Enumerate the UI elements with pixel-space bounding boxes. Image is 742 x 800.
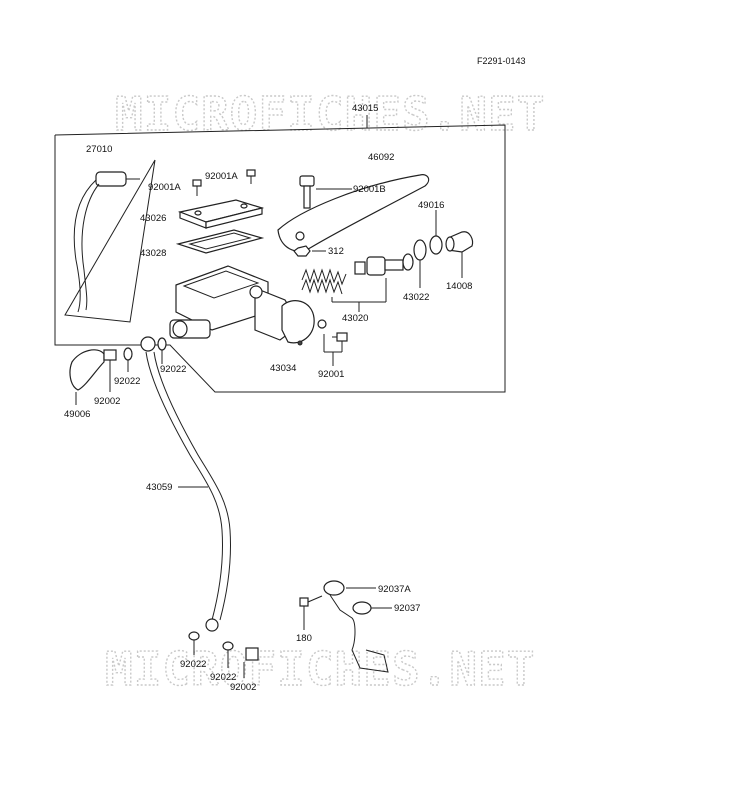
label-49016: 49016	[418, 200, 444, 211]
label-92002-lower: 92002	[230, 682, 256, 693]
part-92001B-bolt	[299, 175, 352, 209]
label-92001: 92001	[318, 369, 344, 380]
watermark-bottom: MICROFICHES.NET	[105, 642, 535, 696]
label-46092: 46092	[368, 152, 394, 163]
label-49006: 49006	[64, 409, 90, 420]
label-92022-lower-left: 92022	[180, 659, 206, 670]
assembly-outline	[54, 115, 506, 393]
part-92002-banjo-bolt-upper	[103, 349, 117, 392]
label-92002-upper: 92002	[94, 396, 120, 407]
label-43015: 43015	[352, 103, 378, 114]
label-92022-upper-right: 92022	[160, 364, 186, 375]
part-master-cylinder	[169, 265, 301, 341]
label-92001B: 92001B	[353, 184, 386, 195]
watermark-top: MICROFICHES.NET	[115, 87, 545, 141]
label-43028: 43028	[140, 248, 166, 259]
part-27010-switch	[64, 159, 156, 323]
part-43022-seal	[413, 239, 427, 288]
part-lower-fittings	[188, 631, 259, 678]
part-14008-boot	[445, 231, 474, 278]
label-92001A-left: 92001A	[148, 182, 181, 193]
label-27010: 27010	[86, 144, 112, 155]
figure-code: F2291-0143	[477, 56, 526, 66]
part-92001A-screws	[192, 169, 256, 196]
part-49006-banjo-cover	[69, 349, 105, 405]
part-43028-diaphragm	[175, 229, 265, 254]
part-312-nut	[293, 245, 326, 257]
label-43022: 43022	[403, 292, 429, 303]
label-43026: 43026	[140, 213, 166, 224]
part-43059-brake-hose	[140, 336, 231, 632]
label-92001A-right: 92001A	[205, 171, 238, 182]
label-92022-upper-left: 92022	[114, 376, 140, 387]
label-312: 312	[328, 246, 344, 257]
label-180: 180	[296, 633, 312, 644]
label-92022-lower-right: 92022	[210, 672, 236, 683]
label-43059: 43059	[146, 482, 172, 493]
label-43020: 43020	[342, 313, 368, 324]
part-92001-bolts	[317, 319, 348, 366]
part-reservoir-bracket	[299, 580, 392, 673]
part-49016-washer	[429, 210, 443, 255]
label-92037: 92037	[394, 603, 420, 614]
part-43026-cap	[177, 199, 265, 229]
part-92022-washers-upper	[123, 337, 167, 372]
label-14008: 14008	[446, 281, 472, 292]
part-43034-clamp	[281, 300, 315, 346]
part-43020-piston-kit	[301, 253, 414, 312]
label-92037A: 92037A	[378, 584, 411, 595]
label-43034: 43034	[270, 363, 296, 374]
